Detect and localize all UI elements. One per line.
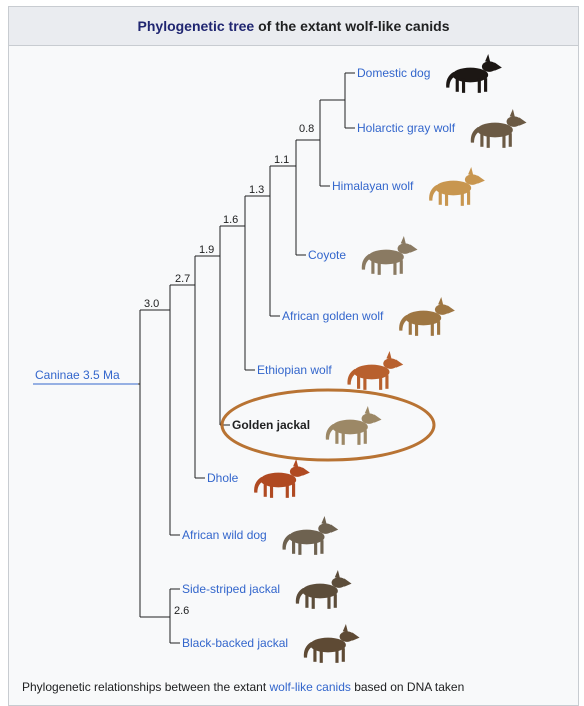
taxon-item: Domestic dog <box>357 54 502 93</box>
black-backed-jackal-icon <box>304 624 360 663</box>
taxon-item: Himalayan wolf <box>332 167 485 206</box>
figure-caption: Phylogenetic relationships between the e… <box>22 680 582 694</box>
himalayan-wolf-icon <box>429 167 485 206</box>
taxon-item: Black-backed jackal <box>182 624 360 663</box>
taxon-link[interactable]: Golden jackal <box>232 418 310 432</box>
taxon-link[interactable]: Side-striped jackal <box>182 582 280 596</box>
node-age-label: 1.1 <box>274 154 289 166</box>
node-age-label: 0.8 <box>299 123 314 135</box>
node-age-label: 3.0 <box>144 298 159 310</box>
taxon-item: African golden wolf <box>282 297 455 336</box>
taxon-item: Dhole <box>207 459 310 498</box>
taxon-item: Holarctic gray wolf <box>357 109 527 148</box>
taxon-item: African wild dog <box>182 516 338 555</box>
node-age-label: 1.9 <box>199 244 214 256</box>
coyote-icon <box>362 236 418 275</box>
ethiopian-wolf-icon <box>347 351 403 390</box>
taxon-link[interactable]: Coyote <box>308 248 346 262</box>
side-striped-jackal-icon <box>296 570 352 609</box>
taxon-link[interactable]: African golden wolf <box>282 309 384 323</box>
taxon-item: Golden jackal <box>232 406 382 445</box>
african-golden-wolf-icon <box>399 297 455 336</box>
african-wild-dog-icon <box>282 516 338 555</box>
taxon-link[interactable]: Black-backed jackal <box>182 636 288 650</box>
caption-prefix: Phylogenetic relationships between the e… <box>22 680 270 694</box>
gray-wolf-icon <box>471 109 527 148</box>
taxon-link[interactable]: African wild dog <box>182 528 267 542</box>
node-age-label: 2.6 <box>174 605 189 617</box>
taxon-link[interactable]: Dhole <box>207 471 239 485</box>
node-age-label: 1.3 <box>249 184 264 196</box>
taxon-item: Ethiopian wolf <box>257 351 403 390</box>
root-link[interactable]: Caninae 3.5 Ma <box>35 368 120 382</box>
node-age-label: 2.7 <box>175 273 190 285</box>
taxon-link[interactable]: Domestic dog <box>357 66 430 80</box>
caption-link[interactable]: wolf-like canids <box>270 680 351 694</box>
taxon-link[interactable]: Holarctic gray wolf <box>357 121 456 135</box>
taxon-item: Coyote <box>308 236 418 275</box>
golden-jackal-icon <box>326 406 382 445</box>
taxon-link[interactable]: Ethiopian wolf <box>257 363 332 377</box>
root-label[interactable]: Caninae 3.5 Ma <box>35 368 120 382</box>
tree-branches <box>138 73 355 643</box>
taxon-link[interactable]: Himalayan wolf <box>332 179 414 193</box>
node-age-label: 1.6 <box>223 214 238 226</box>
caption-suffix: based on DNA taken <box>351 680 464 694</box>
taxon-item: Side-striped jackal <box>182 570 352 609</box>
domestic-dog-icon <box>446 54 502 93</box>
dhole-icon <box>254 459 310 498</box>
